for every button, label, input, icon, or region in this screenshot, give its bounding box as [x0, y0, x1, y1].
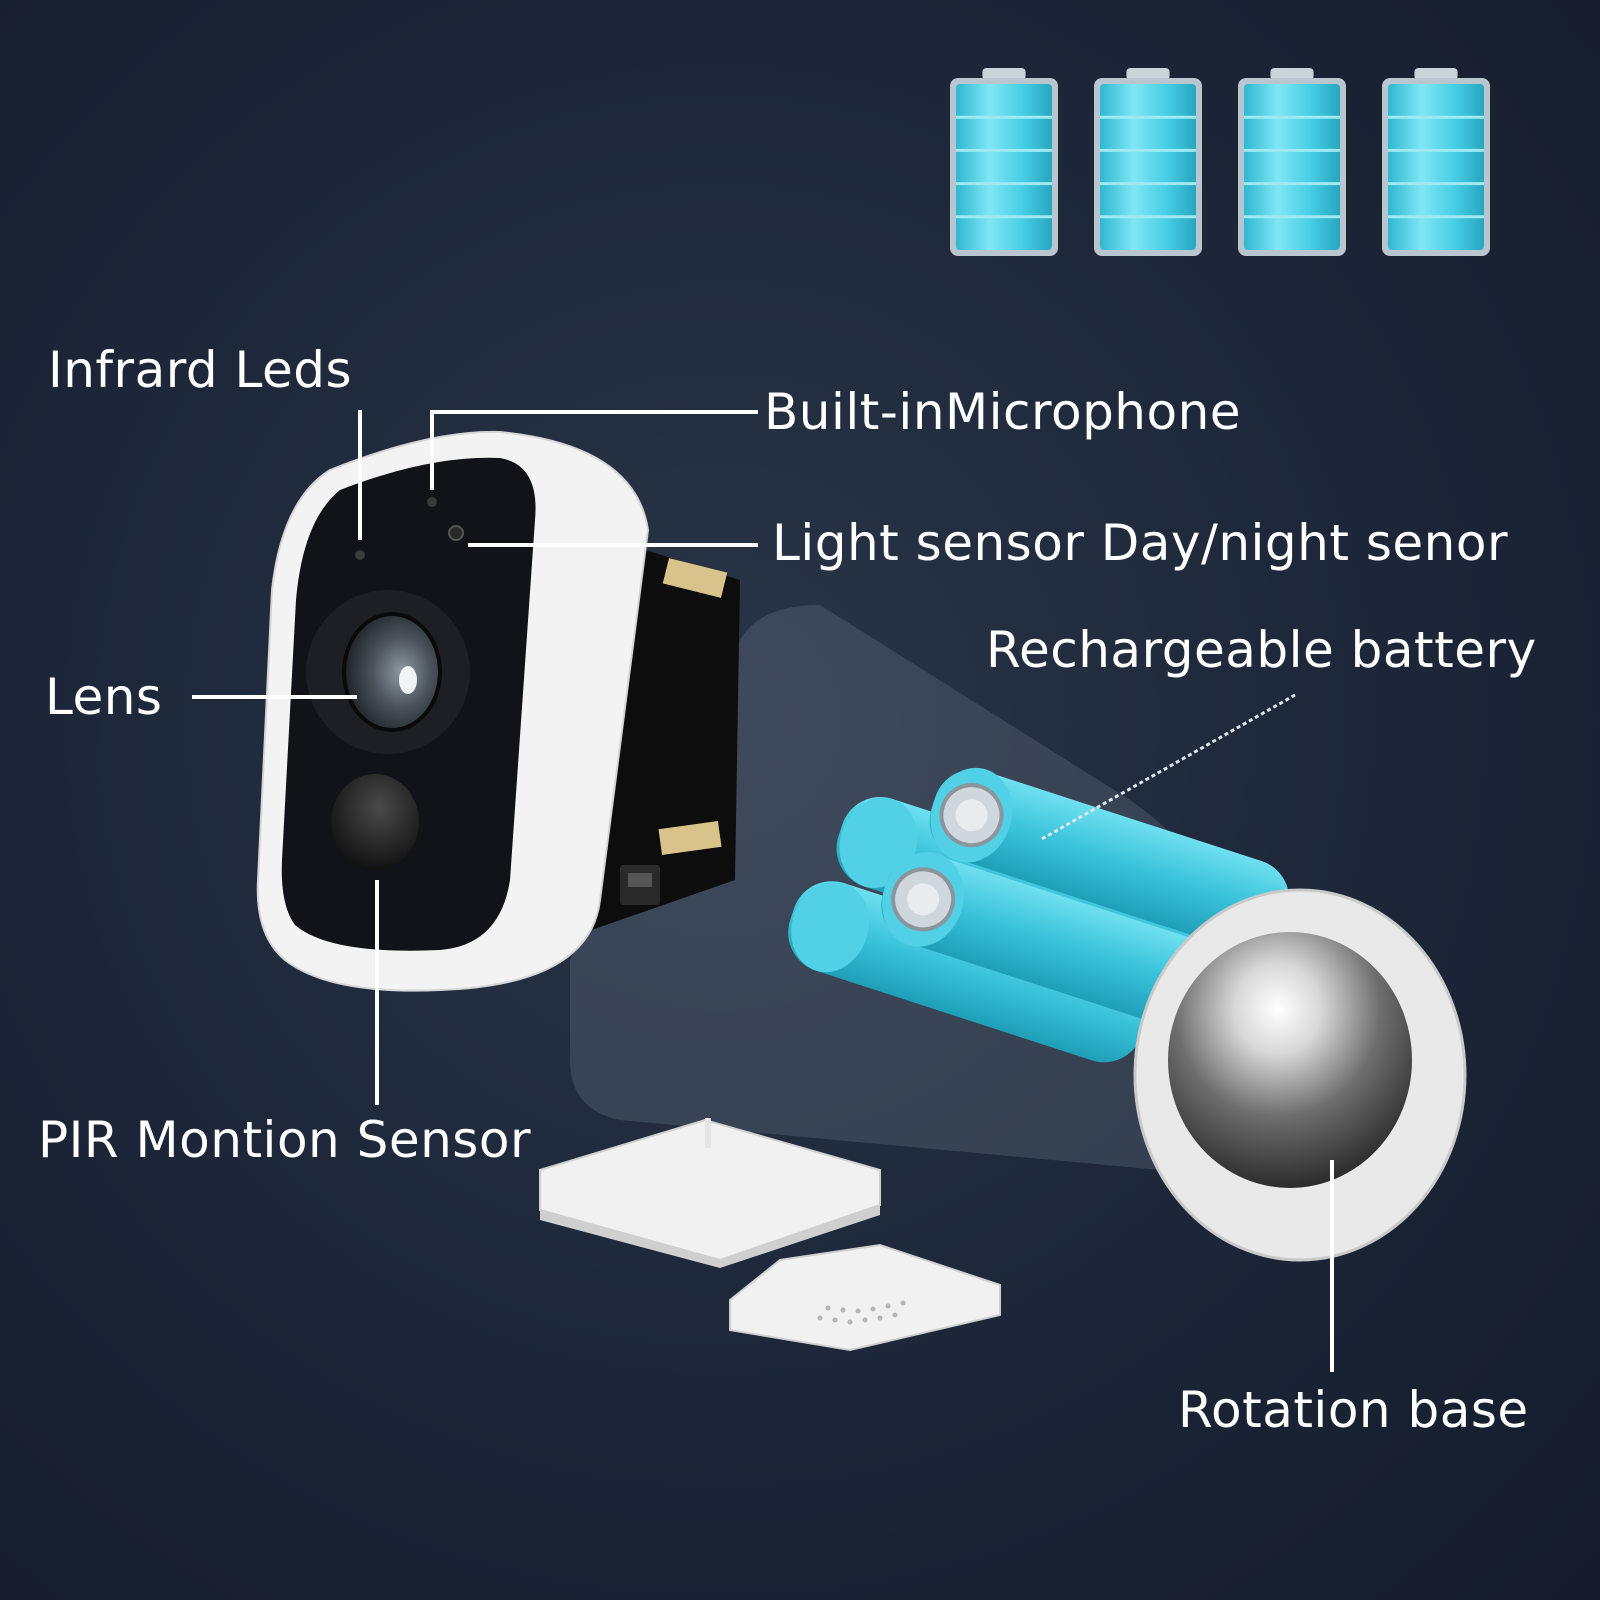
battery-charge-icon	[1382, 68, 1490, 256]
battery-charge-icon	[1238, 68, 1346, 256]
callout-microphone	[430, 410, 758, 490]
pir-sensor-dome	[331, 774, 419, 870]
label-microphone: Built-inMicrophone	[764, 383, 1242, 441]
camera-lens	[342, 612, 442, 732]
light-sensor-dot	[448, 525, 464, 541]
battery-icon-row	[950, 68, 1490, 256]
battery-charge-icon	[950, 68, 1058, 256]
label-infrared-leds: Infrard Leds	[48, 341, 353, 399]
camera-front	[256, 430, 650, 992]
label-pir-sensor: PIR Montion Sensor	[38, 1111, 532, 1169]
callout-lines	[192, 410, 1334, 1372]
rotation-base	[1133, 888, 1467, 1262]
infrared-led-dot	[355, 550, 365, 560]
battery-charge-icon	[1094, 68, 1202, 256]
label-battery: Rechargeable battery	[986, 621, 1537, 679]
label-light-sensor: Light sensor Day/night senor	[772, 514, 1508, 572]
speaker-cover	[729, 1243, 1001, 1352]
bottom-cover	[539, 1118, 881, 1268]
label-lens: Lens	[45, 668, 163, 726]
label-rotation-base: Rotation base	[1178, 1381, 1529, 1439]
microphone-hole	[427, 497, 437, 507]
battery-pack	[788, 767, 1290, 1063]
